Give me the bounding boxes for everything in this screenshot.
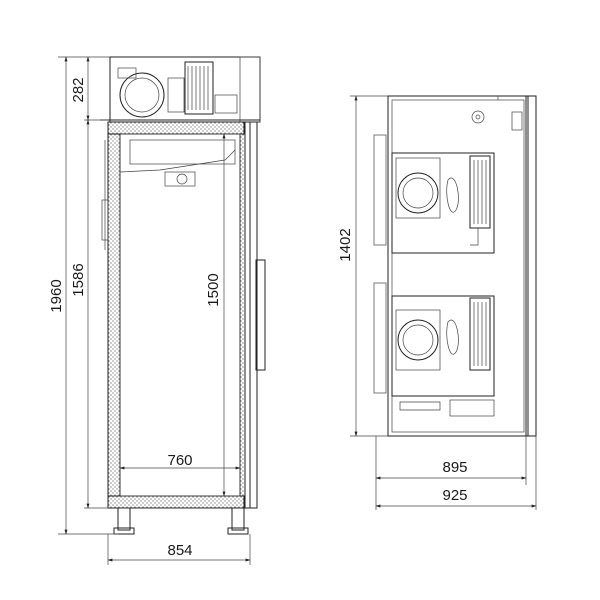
side-body: [373, 95, 537, 437]
door-handle: [255, 259, 266, 371]
fan-icon: [446, 177, 459, 213]
dim-inner-width: 760: [167, 452, 192, 469]
condenser-coil-icon: [469, 155, 491, 229]
dim-total-width: 854: [167, 542, 192, 559]
upper-cooling-unit: [391, 152, 495, 254]
dim-body-height: 1586: [70, 263, 87, 296]
cabinet-body: [101, 121, 266, 509]
dim-side-depth-body: 895: [442, 459, 467, 476]
feet: [113, 507, 249, 535]
fan-icon: [446, 319, 459, 355]
side-view: 1402 895 925: [337, 95, 537, 510]
dim-side-height: 1402: [337, 228, 354, 261]
side-dimensions: 1402 895 925: [337, 95, 537, 510]
condenser-coil-icon: [469, 297, 491, 371]
dim-inner-height: 1500: [205, 273, 222, 306]
dim-top-unit-height: 282: [70, 77, 87, 102]
compressor-icon: [397, 172, 439, 214]
top-unit: [100, 56, 261, 123]
front-view: 1960 282 1586 1500 760 854: [48, 56, 266, 565]
front-dimensions: 1960 282 1586 1500 760 854: [48, 56, 251, 565]
valve-icon: [164, 171, 196, 187]
fan-motor-icon: [119, 72, 165, 118]
lower-cooling-unit: [391, 295, 495, 417]
dim-side-depth-total: 925: [442, 487, 467, 504]
dim-total-height: 1960: [48, 279, 65, 312]
condenser-icon: [184, 61, 214, 115]
compressor-icon: [397, 319, 439, 361]
